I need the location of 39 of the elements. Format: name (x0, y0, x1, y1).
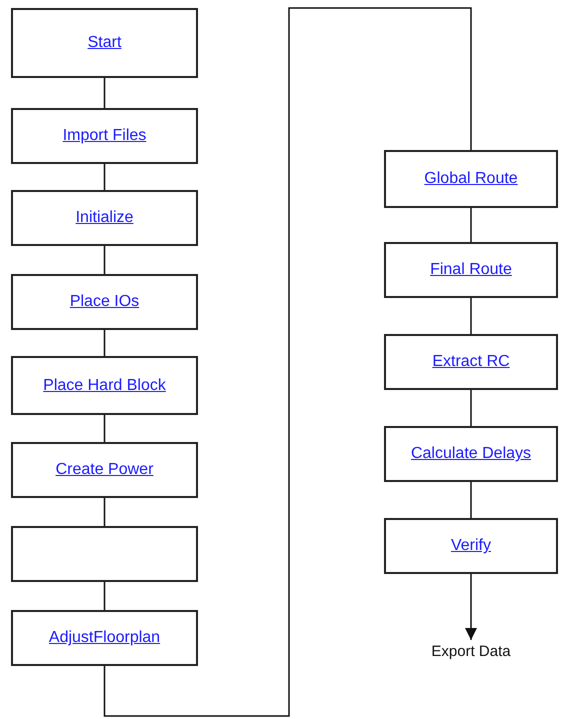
step-link: Verify (450, 536, 491, 556)
process-box (384, 242, 558, 298)
connector-line (104, 498, 106, 526)
step-link: Global Route (424, 169, 518, 189)
connector-line (104, 78, 106, 108)
step-link: Import Files (62, 126, 146, 146)
connector-line (104, 582, 106, 610)
process-box (11, 108, 198, 164)
connector-line (104, 164, 106, 190)
process-box (11, 442, 198, 498)
process-box (11, 190, 198, 246)
step-link: Extract RC (432, 352, 510, 372)
connector-line (470, 208, 472, 242)
connector-line (470, 298, 472, 334)
step-link: Calculate Delays (410, 444, 532, 464)
process-box (11, 356, 198, 415)
output-text: Export Data (431, 642, 511, 660)
step-link: Place Hard Block (43, 376, 166, 396)
step-link: Create Power (56, 460, 154, 480)
process-box (11, 8, 198, 78)
process-box (11, 526, 198, 582)
connector-line (470, 390, 472, 426)
arrow (465, 574, 477, 640)
process-box (384, 426, 558, 482)
connector-line (104, 330, 106, 356)
connector-line (104, 7, 472, 717)
process-box (11, 274, 198, 330)
step-link: Place IOs (70, 292, 140, 312)
process-box (384, 518, 558, 574)
connector-line (104, 415, 106, 442)
process-box (11, 610, 198, 666)
connector-line (470, 482, 472, 518)
process-box (384, 150, 558, 208)
step-link: Initialize (76, 208, 134, 228)
step-link: Final Route (430, 260, 512, 280)
step-link: Start (88, 33, 122, 53)
process-box (384, 334, 558, 390)
step-link: AdjustFloorplan (48, 628, 160, 648)
connector-line (104, 246, 106, 274)
